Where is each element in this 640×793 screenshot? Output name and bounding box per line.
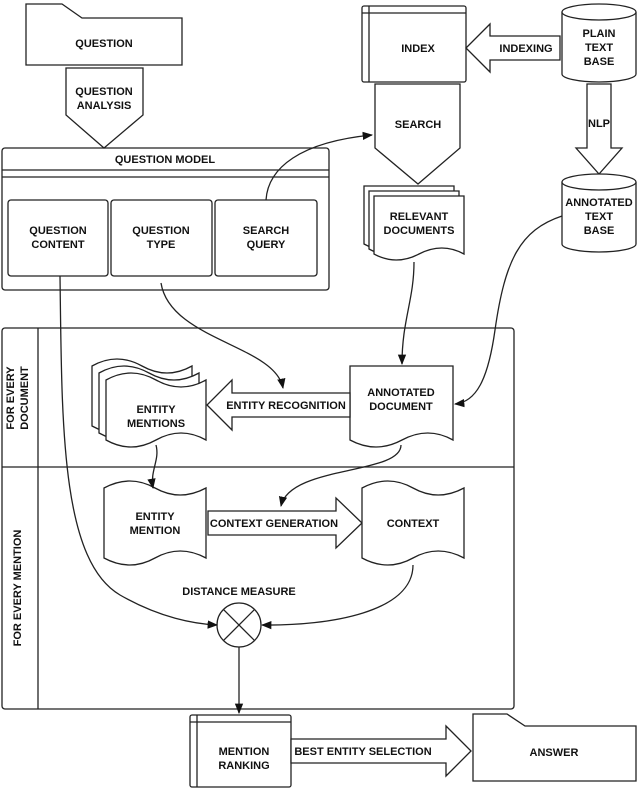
svg-text:SEARCH: SEARCH	[243, 225, 290, 237]
entity-recognition-arrow: ENTITY RECOGNITION	[206, 378, 351, 432]
svg-text:SEARCH: SEARCH	[395, 119, 442, 131]
distance-measure-label: DISTANCE MEASURE	[182, 586, 295, 598]
annotated-document-to-context-generation-connector	[278, 444, 402, 508]
svg-text:BASE: BASE	[584, 56, 615, 68]
annotated-text-base-to-annotated-document-connector	[453, 215, 563, 408]
svg-text:CONTEXT: CONTEXT	[387, 518, 440, 530]
question-type-to-entity-recognition-connector	[160, 282, 286, 390]
plain-text-base-node: PLAIN TEXT BASE	[561, 3, 637, 83]
question-content-to-distance-measure-connector	[59, 275, 219, 629]
for-every-document-label: FOR EVERY DOCUMENT	[5, 366, 31, 430]
svg-text:NLP: NLP	[588, 118, 610, 130]
svg-text:BASE: BASE	[584, 225, 615, 237]
svg-text:QUERY: QUERY	[247, 239, 286, 251]
entity-mentions-node: ENTITY MENTIONS	[91, 358, 207, 448]
svg-text:DOCUMENT: DOCUMENT	[369, 401, 433, 413]
svg-text:MENTION: MENTION	[130, 525, 181, 537]
svg-text:QUESTION: QUESTION	[75, 38, 133, 50]
svg-text:QUESTION: QUESTION	[75, 86, 133, 98]
svg-text:ANNOTATED: ANNOTATED	[565, 197, 632, 209]
question-analysis-node: QUESTION ANALYSIS	[65, 67, 144, 149]
svg-text:QUESTION: QUESTION	[29, 225, 87, 237]
entity-mentions-to-entity-mention-connector	[147, 444, 158, 490]
svg-text:ENTITY RECOGNITION: ENTITY RECOGNITION	[226, 400, 346, 412]
context-to-distance-measure-connector	[260, 564, 414, 630]
index-node: INDEX	[361, 5, 467, 83]
svg-text:RELEVANT: RELEVANT	[390, 211, 449, 223]
nlp-arrow: NLP	[574, 83, 624, 175]
svg-text:ENTITY: ENTITY	[135, 511, 175, 523]
context-generation-arrow: CONTEXT GENERATION	[207, 496, 363, 550]
svg-text:ENTITY: ENTITY	[136, 404, 176, 416]
search-node: SEARCH	[374, 83, 461, 185]
svg-text:RANKING: RANKING	[218, 760, 269, 772]
mention-ranking-node: MENTION RANKING	[189, 714, 292, 788]
question-content-node: QUESTION CONTENT	[7, 199, 109, 277]
relevant-documents-node: RELEVANT DOCUMENTS	[363, 185, 465, 261]
svg-text:BEST ENTITY SELECTION: BEST ENTITY SELECTION	[294, 746, 431, 758]
svg-text:TEXT: TEXT	[585, 42, 613, 54]
for-every-mention-label: FOR EVERY MENTION	[12, 530, 24, 647]
svg-text:INDEXING: INDEXING	[499, 43, 552, 55]
annotated-document-node: ANNOTATED DOCUMENT	[349, 365, 454, 448]
svg-text:DOCUMENT: DOCUMENT	[19, 366, 31, 430]
indexing-arrow: INDEXING	[465, 22, 561, 74]
context-node: CONTEXT	[361, 480, 465, 566]
svg-text:TYPE: TYPE	[147, 239, 176, 251]
distance-measure-node: DISTANCE MEASURE	[182, 586, 296, 648]
svg-text:MENTIONS: MENTIONS	[127, 418, 185, 430]
answer-node: ANSWER	[472, 713, 637, 782]
question-type-node: QUESTION TYPE	[110, 199, 213, 277]
svg-text:QUESTION: QUESTION	[132, 225, 190, 237]
svg-text:DOCUMENTS: DOCUMENTS	[384, 225, 455, 237]
question-model-label: QUESTION MODEL	[115, 154, 216, 166]
svg-text:CONTEXT GENERATION: CONTEXT GENERATION	[210, 518, 338, 530]
question-node: QUESTION	[25, 3, 183, 66]
svg-text:PLAIN: PLAIN	[583, 28, 616, 40]
svg-text:ANNOTATED: ANNOTATED	[367, 387, 434, 399]
best-entity-selection-arrow: BEST ENTITY SELECTION	[290, 724, 472, 778]
svg-text:INDEX: INDEX	[401, 43, 435, 55]
svg-text:ANSWER: ANSWER	[530, 747, 579, 759]
svg-text:ANALYSIS: ANALYSIS	[77, 100, 132, 112]
entity-mention-node: ENTITY MENTION	[103, 480, 207, 566]
svg-text:MENTION: MENTION	[219, 746, 270, 758]
annotated-text-base-node: ANNOTATED TEXT BASE	[561, 173, 637, 253]
relevant-documents-to-annotated-document-connector	[397, 261, 415, 366]
svg-text:CONTENT: CONTENT	[31, 239, 84, 251]
svg-text:TEXT: TEXT	[585, 211, 613, 223]
svg-text:FOR EVERY: FOR EVERY	[5, 366, 17, 430]
search-query-to-search-connector	[265, 131, 374, 201]
search-query-node: SEARCH QUERY	[214, 199, 318, 277]
